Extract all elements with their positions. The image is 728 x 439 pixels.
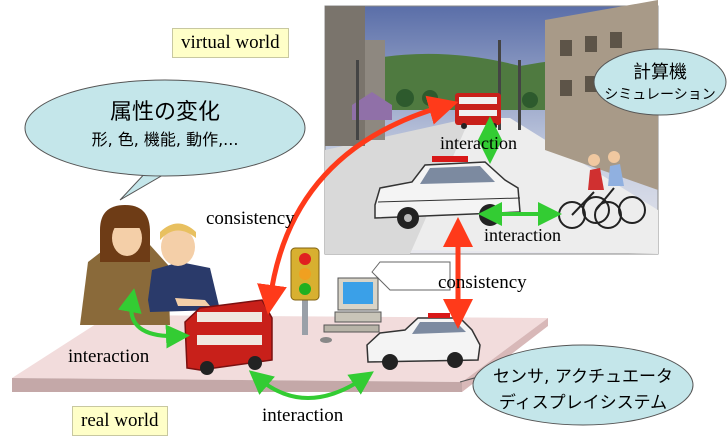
sensor-bubble-line2: ディスプレイシステム: [498, 393, 668, 413]
attribute-bubble: [24, 79, 306, 201]
simulation-bubble: [593, 48, 727, 116]
interaction-label-real-left: interaction: [68, 346, 150, 367]
interaction-arrow-real-bottom: [248, 370, 374, 400]
consistency-label-right: consistency: [438, 272, 527, 293]
real-world-label: real world: [72, 406, 168, 436]
attribute-bubble-items: 形, 色, 機能, 動作,...: [91, 130, 239, 149]
simulation-bubble-line2: シミュレーション: [604, 87, 716, 103]
consistency-arrow-bus: [257, 95, 459, 315]
interaction-label-virtual-right: interaction: [484, 225, 561, 245]
attribute-bubble-title: 属性の変化: [109, 100, 220, 125]
virtual-bus: [455, 93, 501, 129]
people-illustration: [80, 205, 220, 325]
interaction-arrow-real-left: [118, 288, 190, 349]
virtual-world-label: virtual world: [172, 28, 289, 58]
sensor-bubble-line1: センサ, アクチュエータ: [493, 367, 673, 387]
real-bus: [184, 299, 273, 375]
interaction-label-virtual-top: interaction: [440, 133, 517, 153]
interaction-label-real-bottom: interaction: [262, 405, 344, 426]
sensor-bubble: [459, 344, 694, 426]
consistency-label-left: consistency: [206, 208, 295, 229]
simulation-bubble-line1: 計算機: [633, 62, 687, 83]
